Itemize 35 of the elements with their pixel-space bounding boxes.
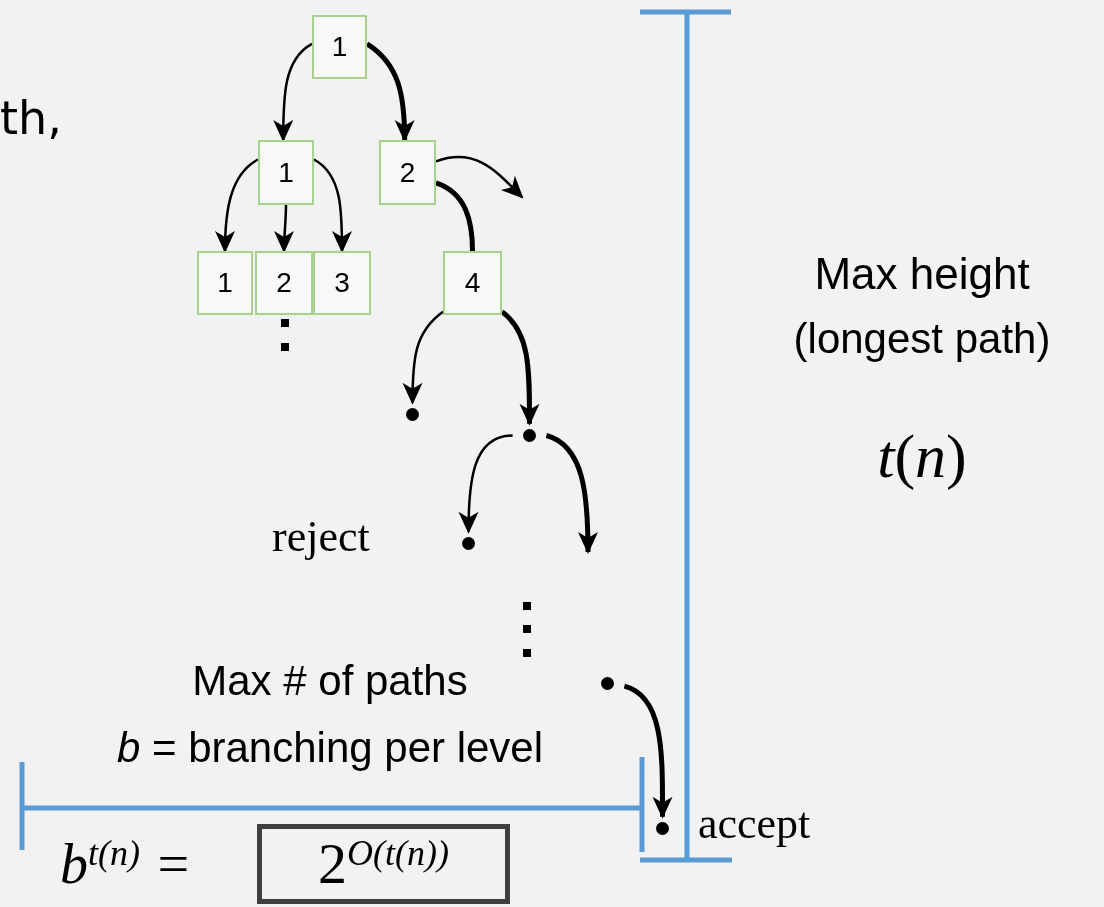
arrow bbox=[215, 158, 259, 253]
number-box bbox=[197, 251, 253, 315]
arrow bbox=[545, 433, 598, 554]
axis-title: Max height bbox=[813, 252, 1031, 296]
connector-line bbox=[435, 180, 475, 252]
number-box bbox=[312, 15, 367, 79]
arrow bbox=[402, 310, 444, 405]
number-box bbox=[258, 140, 314, 205]
formula-box bbox=[257, 824, 510, 904]
arrow bbox=[274, 205, 295, 253]
box-number: 4 bbox=[464, 266, 481, 300]
box-number: 2 bbox=[399, 155, 416, 190]
number-box bbox=[379, 140, 436, 205]
box-number: 3 bbox=[334, 266, 350, 300]
arrow bbox=[458, 434, 513, 534]
text-fragment: th, bbox=[0, 95, 62, 141]
arrow bbox=[435, 155, 524, 199]
state-label: accept bbox=[698, 802, 811, 846]
box-number: 1 bbox=[217, 266, 233, 300]
arrow bbox=[500, 309, 540, 426]
number-box bbox=[313, 251, 371, 315]
math-expression: 2$^{O(t(n))}$ bbox=[318, 835, 449, 893]
arrow bbox=[273, 42, 313, 142]
axis-subtitle: b = branching per level bbox=[115, 727, 545, 769]
arrow bbox=[313, 158, 352, 253]
math-expression: b$^{t(n)}$ = bbox=[60, 836, 192, 892]
arrow bbox=[623, 683, 673, 819]
number-box bbox=[443, 251, 502, 315]
number-box bbox=[255, 251, 313, 315]
state-label: reject bbox=[272, 515, 370, 559]
axis-title: Max # of paths bbox=[191, 660, 469, 702]
box-number: 1 bbox=[331, 30, 348, 64]
box-number: 2 bbox=[276, 266, 292, 300]
box-number: 1 bbox=[278, 155, 294, 190]
axis-subtitle: (longest path) bbox=[792, 318, 1052, 360]
